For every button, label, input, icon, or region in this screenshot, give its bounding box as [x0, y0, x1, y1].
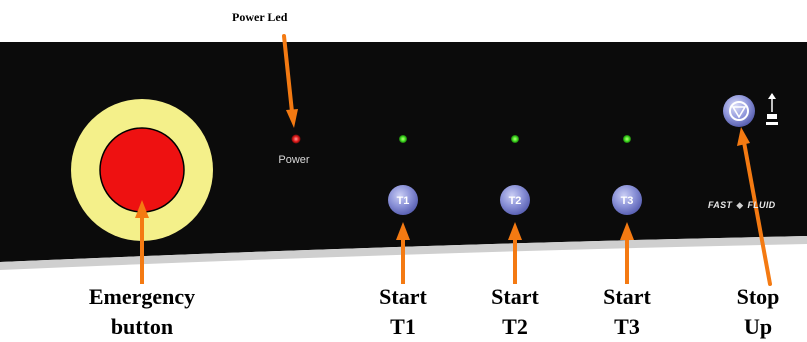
brand-fast: FAST	[708, 200, 733, 210]
t1-button-text: T1	[397, 195, 410, 207]
start-t3-callout-line2: T3	[614, 314, 640, 339]
emergency-button[interactable]	[100, 128, 184, 212]
power-led	[291, 134, 301, 144]
start-t2-callout-line2: T2	[502, 314, 528, 339]
start-t3-callout: Start T3	[587, 282, 667, 342]
t3-button-shape	[612, 185, 642, 215]
start-t1-callout-line1: Start	[379, 284, 427, 309]
arrow-t2-head	[508, 222, 522, 240]
power-caption: Power	[278, 154, 310, 166]
emergency-callout: Emergency button	[72, 282, 212, 342]
status-led-t2	[511, 135, 519, 143]
t1-button-shape	[388, 185, 418, 215]
start-t2-callout-line1: Start	[491, 284, 539, 309]
status-led-t1	[399, 135, 407, 143]
start-t3-button[interactable]	[612, 185, 642, 215]
start-t1-callout: Start T1	[363, 282, 443, 342]
t2-button-shape	[500, 185, 530, 215]
up-arrow-icon	[766, 93, 778, 125]
stop-callout: Stop Up	[718, 282, 798, 342]
arrow-t1-head	[396, 222, 410, 240]
brand-logo: FAST◆FLUID	[708, 200, 803, 211]
arrow-power-led-head	[286, 109, 298, 128]
start-t2-callout: Start T2	[475, 282, 555, 342]
start-t1-callout-line2: T1	[390, 314, 416, 339]
arrow-stop	[742, 140, 772, 286]
start-t2-button[interactable]	[500, 185, 530, 215]
stop-icon-triangle	[731, 106, 747, 119]
emergency-callout-line2: button	[110, 314, 174, 339]
stop-callout-line2: Up	[743, 314, 773, 339]
brand-separator: ◆	[736, 200, 744, 210]
arrow-emergency-head	[135, 200, 149, 218]
arrow-power-led	[282, 34, 294, 114]
t2-button-text: T2	[509, 195, 522, 207]
emergency-callout-line1: Emergency	[88, 284, 196, 309]
arrow-t3-head	[620, 222, 634, 240]
stop-button[interactable]	[723, 95, 755, 127]
stop-callout-line1: Stop	[736, 284, 780, 309]
power-led-callout: Power Led	[232, 10, 288, 24]
status-led-t3	[623, 135, 631, 143]
stop-button-shape	[723, 95, 755, 127]
start-t3-callout-line1: Start	[603, 284, 651, 309]
brand-fluid: FLUID	[747, 200, 776, 210]
t3-button-text: T3	[621, 195, 634, 207]
stop-icon-ring	[729, 101, 749, 121]
arrow-stop-head	[737, 127, 750, 146]
start-t1-button[interactable]	[388, 185, 418, 215]
